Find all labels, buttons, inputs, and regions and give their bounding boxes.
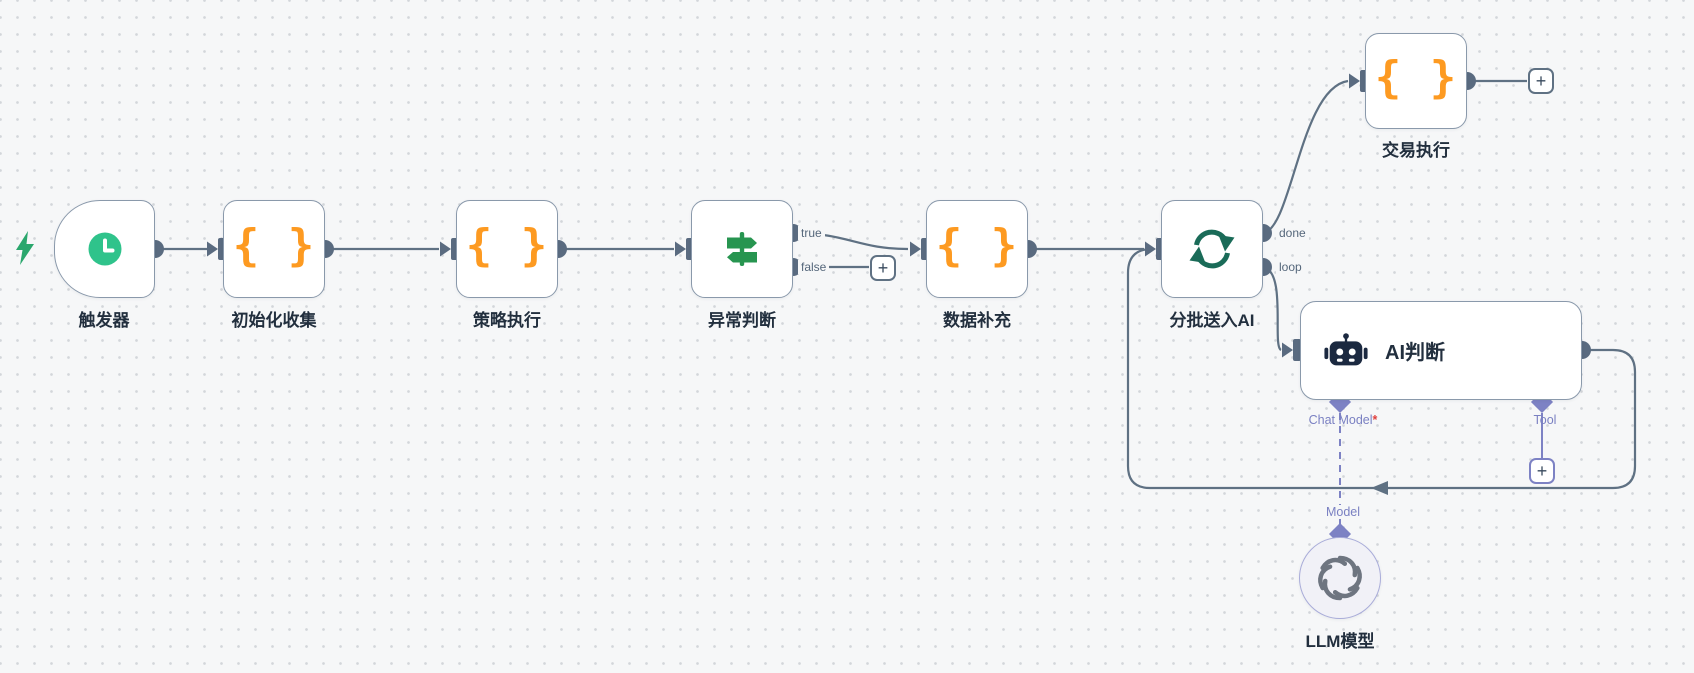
edge-done-trade — [1262, 79, 1349, 235]
node-trade[interactable]: { } — [1365, 33, 1467, 129]
port-label-false: false — [798, 260, 830, 274]
add-tool-button[interactable]: + — [1529, 458, 1555, 484]
robot-icon — [1324, 332, 1368, 365]
node-ai-agent[interactable]: AI判断 — [1300, 301, 1582, 400]
edge-ai-loopback — [1126, 247, 1637, 490]
node-strategy-label: 策略执行 — [473, 311, 541, 330]
port-label-tool: Tool — [1533, 413, 1557, 427]
plus-icon: + — [1535, 71, 1547, 91]
code-braces-icon: { } — [232, 220, 316, 271]
node-anomaly-label: 异常判断 — [708, 311, 776, 330]
node-trigger[interactable] — [54, 200, 155, 298]
clock-icon — [88, 232, 121, 266]
port-label-loop: loop — [1276, 260, 1305, 274]
signpost-icon — [727, 232, 757, 266]
port-label-model: Model — [1312, 505, 1374, 519]
node-trade-label: 交易执行 — [1382, 141, 1450, 160]
add-node-button-trade[interactable]: + — [1528, 68, 1554, 94]
plus-icon: + — [877, 258, 889, 278]
node-batch[interactable] — [1161, 200, 1263, 298]
node-anomaly[interactable] — [691, 200, 793, 298]
port-label-chat-model: Chat Model* — [1308, 413, 1378, 427]
port-label-done: done — [1276, 226, 1309, 240]
openai-icon — [1315, 553, 1365, 603]
trigger-bolt-icon — [16, 231, 34, 265]
code-braces-icon: { } — [935, 220, 1019, 271]
node-strategy[interactable]: { } — [456, 200, 558, 298]
add-node-button-false[interactable]: + — [870, 255, 896, 281]
loop-icon — [1189, 226, 1235, 272]
node-init[interactable]: { } — [223, 200, 325, 298]
connection-paths — [155, 79, 1637, 495]
node-enrich[interactable]: { } — [926, 200, 1028, 298]
required-marker: * — [1372, 413, 1378, 427]
input-port — [1282, 339, 1301, 361]
loopback-arrow — [1371, 481, 1388, 495]
code-braces-icon: { } — [465, 220, 549, 271]
node-llm-label: LLM模型 — [1305, 632, 1375, 651]
port-label-true: true — [798, 226, 825, 240]
code-braces-icon: { } — [1374, 52, 1458, 103]
node-ai-agent-label: AI判断 — [1385, 342, 1445, 364]
plus-icon: + — [1536, 461, 1548, 481]
node-llm-model[interactable] — [1299, 537, 1381, 619]
node-init-label: 初始化收集 — [231, 311, 317, 330]
node-batch-label: 分批送入AI — [1169, 311, 1255, 330]
node-trigger-label: 触发器 — [78, 311, 130, 330]
node-enrich-label: 数据补充 — [943, 311, 1011, 330]
